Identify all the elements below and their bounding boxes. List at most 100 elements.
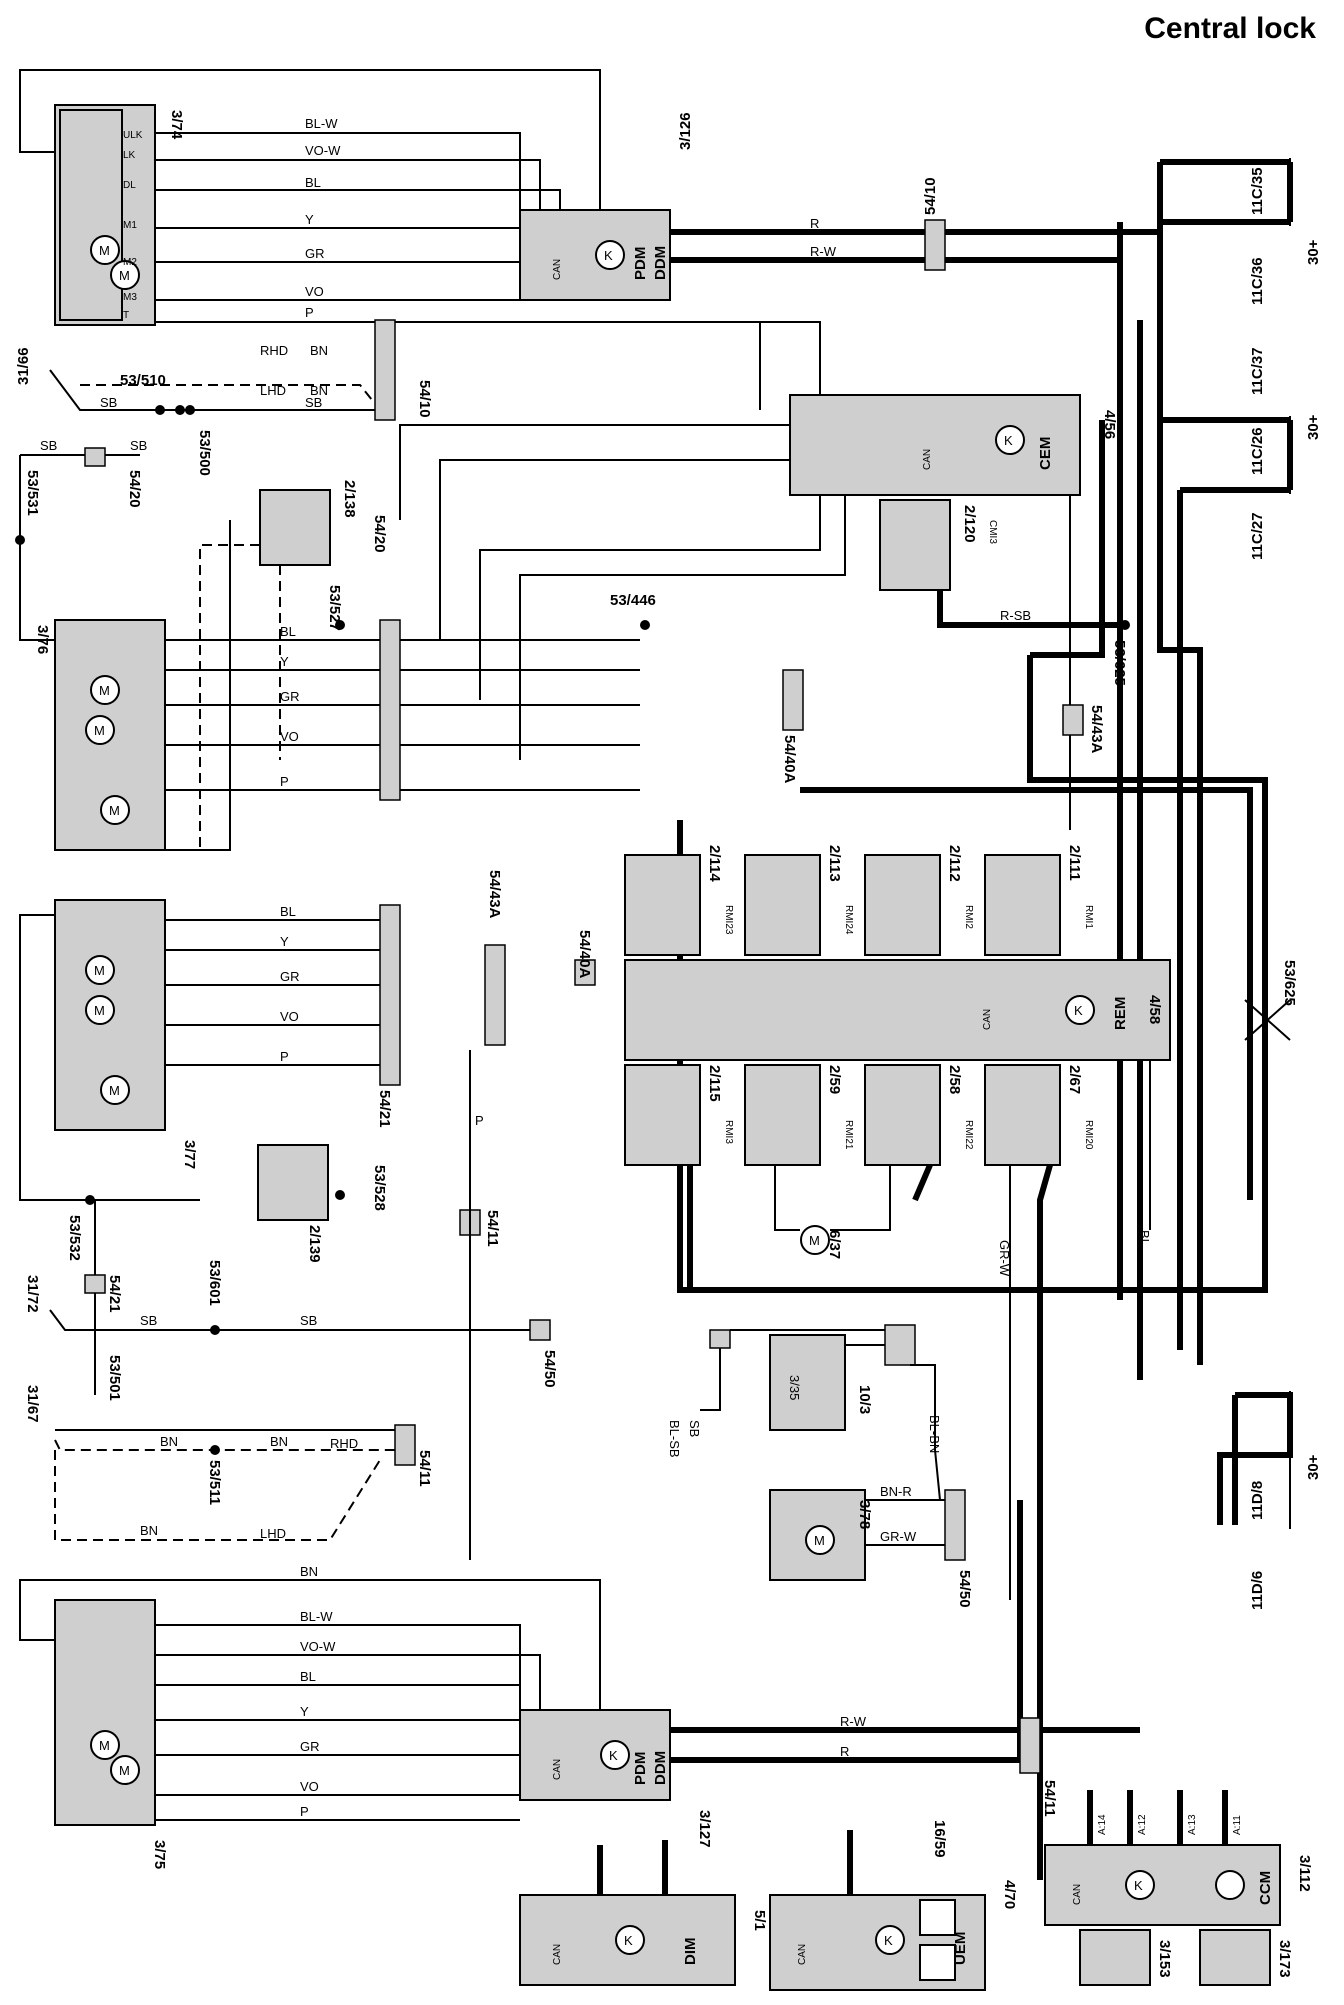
fuse-label: 11C/37 xyxy=(1249,347,1266,395)
power-trunk xyxy=(677,158,1293,1880)
svg-text:M: M xyxy=(99,243,110,258)
fuse-label: 11D/6 xyxy=(1249,1571,1266,1610)
ddm-3-127: K CAN PDM DDM 3/127 R-W R 54/11 xyxy=(519,1500,1058,1848)
svg-text:K: K xyxy=(604,248,613,263)
mid-connectors: 54/40A 54/43A 54/43A 54/40A 54/11 P xyxy=(459,669,1105,1560)
svg-text:BN: BN xyxy=(310,383,328,398)
svg-text:P: P xyxy=(305,305,314,320)
svg-text:T: T xyxy=(123,310,129,321)
svg-text:53/501: 53/501 xyxy=(106,1355,123,1401)
component-label: 3/126 xyxy=(677,112,694,150)
svg-text:2/59: 2/59 xyxy=(826,1065,843,1094)
svg-text:53/527: 53/527 xyxy=(326,585,343,631)
component-label: 3/77 xyxy=(181,1140,198,1169)
svg-text:K: K xyxy=(609,1748,618,1763)
svg-text:SB: SB xyxy=(687,1420,702,1437)
connector-label: 54/10 xyxy=(922,177,939,215)
svg-text:M: M xyxy=(109,1083,120,1098)
svg-text:2/138: 2/138 xyxy=(341,480,358,518)
svg-text:GR-W: GR-W xyxy=(880,1529,917,1544)
svg-text:54/50: 54/50 xyxy=(541,1350,558,1388)
svg-text:RMI22: RMI22 xyxy=(963,1120,974,1150)
fuse-label: 11C/36 xyxy=(1249,257,1266,305)
component-label: 5/1 xyxy=(751,1910,768,1931)
svg-text:53/500: 53/500 xyxy=(196,430,213,476)
relay-2-139: 2/139 53/528 xyxy=(257,1144,388,1263)
svg-text:CAN: CAN xyxy=(552,259,563,280)
component-label: 3/112 xyxy=(1296,1855,1313,1892)
svg-text:R: R xyxy=(840,1744,849,1759)
svg-text:BL: BL xyxy=(1137,1230,1152,1246)
svg-text:SB: SB xyxy=(130,438,147,453)
svg-text:M: M xyxy=(94,1003,105,1018)
svg-text:P: P xyxy=(280,1049,289,1064)
svg-text:2/114: 2/114 xyxy=(706,845,723,882)
svg-text:RHD: RHD xyxy=(260,343,288,358)
pdm-3-126: K CAN PDM DDM 3/126 xyxy=(519,112,694,301)
left-splices: 53/531 53/500 54/20 SB SB xyxy=(15,405,213,641)
svg-text:BN-R: BN-R xyxy=(880,1484,912,1499)
svg-text:CAN: CAN xyxy=(922,449,933,470)
svg-text:Y: Y xyxy=(280,934,289,949)
svg-text:PDM: PDM xyxy=(632,1752,649,1785)
svg-text:CAN: CAN xyxy=(982,1009,993,1030)
svg-text:A:12: A:12 xyxy=(1137,1814,1148,1835)
svg-text:54/11: 54/11 xyxy=(416,1450,433,1487)
svg-text:54/40A: 54/40A xyxy=(781,735,798,784)
svg-text:VO-W: VO-W xyxy=(305,143,341,158)
svg-text:P: P xyxy=(300,1804,309,1819)
svg-text:54/11: 54/11 xyxy=(484,1210,501,1247)
dim-5-1: K CAN DIM 5/1 xyxy=(519,1840,768,1986)
svg-text:54/21: 54/21 xyxy=(106,1275,123,1313)
svg-text:RMI23: RMI23 xyxy=(723,905,734,935)
component-label: 3/74 xyxy=(168,110,185,140)
svg-text:M: M xyxy=(119,1763,130,1778)
svg-text:R-W: R-W xyxy=(840,1714,867,1729)
svg-text:SB: SB xyxy=(300,1313,317,1328)
svg-text:2/58: 2/58 xyxy=(946,1065,963,1094)
svg-text:53/528: 53/528 xyxy=(371,1165,388,1211)
svg-text:LK: LK xyxy=(123,150,136,161)
fuse-label: 11C/26 xyxy=(1249,427,1266,475)
supply-label: 30+ xyxy=(1305,239,1322,265)
svg-text:Y: Y xyxy=(305,212,314,227)
ground-31-67: 31/67 53/511 RHD LHD BN BN BN 54/11 xyxy=(24,1385,433,1541)
svg-text:Y: Y xyxy=(280,654,289,669)
component-label: 4/56 xyxy=(1101,410,1118,439)
svg-text:M: M xyxy=(99,683,110,698)
component-label: 3/127 xyxy=(696,1810,713,1848)
svg-text:CAN: CAN xyxy=(552,1759,563,1780)
svg-text:M: M xyxy=(809,1233,820,1248)
ground-31-72: 53/532 31/72 54/21 53/601 SB SB 54/50 53… xyxy=(24,1195,558,1401)
page-title: Central lock xyxy=(1144,12,1316,45)
rem-relays-top: 2/114 2/113 2/112 2/111 RMI23 RMI24 RMI2… xyxy=(624,845,1094,956)
svg-text:BL: BL xyxy=(305,175,321,190)
svg-text:2/115: 2/115 xyxy=(706,1065,723,1102)
svg-text:53/601: 53/601 xyxy=(206,1260,223,1306)
svg-text:GR: GR xyxy=(280,689,300,704)
svg-text:M: M xyxy=(94,963,105,978)
svg-text:M: M xyxy=(94,723,105,738)
svg-text:3/153: 3/153 xyxy=(1156,1940,1173,1978)
svg-text:BN: BN xyxy=(270,1434,288,1449)
svg-text:CAN: CAN xyxy=(552,1944,563,1965)
svg-text:16/59: 16/59 xyxy=(931,1820,948,1858)
svg-text:LHD: LHD xyxy=(260,1526,286,1541)
svg-text:BN: BN xyxy=(310,343,328,358)
svg-text:3/173: 3/173 xyxy=(1276,1940,1293,1978)
svg-text:2/113: 2/113 xyxy=(826,845,843,882)
svg-text:54/10: 54/10 xyxy=(416,380,433,418)
svg-text:P: P xyxy=(280,774,289,789)
svg-text:BL: BL xyxy=(300,1669,316,1684)
relay-2-138: 2/138 53/527 xyxy=(199,480,358,850)
svg-text:VO: VO xyxy=(305,284,324,299)
svg-text:R-SB: R-SB xyxy=(1000,608,1031,623)
svg-text:53/531: 53/531 xyxy=(24,470,41,516)
svg-text:K: K xyxy=(1134,1878,1143,1893)
svg-text:M: M xyxy=(109,803,120,818)
svg-text:10/3: 10/3 xyxy=(856,1385,873,1414)
svg-text:BL: BL xyxy=(280,624,296,639)
svg-text:54/11: 54/11 xyxy=(1041,1780,1058,1817)
svg-text:6/37: 6/37 xyxy=(826,1230,843,1259)
component-label: 4/58 xyxy=(1146,995,1163,1024)
